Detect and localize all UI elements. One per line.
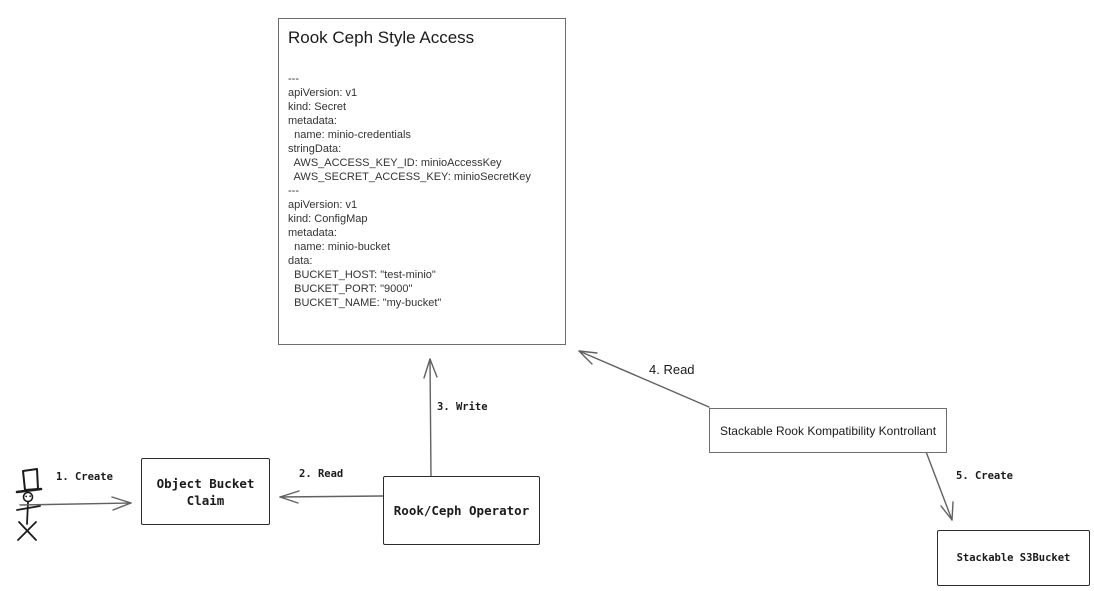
edge-label-read-obc: 2. Read (299, 468, 344, 480)
node-rook-ceph-operator: Rook/Ceph Operator (383, 476, 540, 545)
arrow-create-s3bucket (924, 448, 954, 521)
node-rook-ceph-style-access: Rook Ceph Style Access --- apiVersion: v… (278, 18, 566, 345)
arrow-read-obc (279, 490, 384, 504)
node-label: Object Bucket Claim (156, 475, 255, 508)
arrow-read-manifests (578, 350, 710, 408)
node-label: Stackable S3Bucket (956, 552, 1071, 564)
node-stackable-kontrollant: Stackable Rook Kompatibility Kontrollant (709, 408, 947, 453)
node-label: Stackable Rook Kompatibility Kontrollant (719, 423, 937, 438)
edge-label-create-obc: 1. Create (56, 471, 113, 483)
node-object-bucket-claim: Object Bucket Claim (141, 458, 270, 525)
node-label: Rook/Ceph Operator (393, 503, 530, 518)
node-title: Rook Ceph Style Access (288, 28, 475, 47)
yaml-manifest: --- apiVersion: v1 kind: Secret metadata… (288, 73, 531, 309)
edge-label-create-s3bucket: 5. Create (956, 470, 1013, 482)
edge-label-read-manifests: 4. Read (649, 362, 695, 377)
arrow-write-manifests (423, 358, 438, 478)
arrow-create-obc (19, 496, 132, 511)
node-stackable-s3bucket: Stackable S3Bucket (937, 530, 1090, 586)
stick-figure-tophat-icon (15, 468, 43, 541)
edge-label-write-manifests: 3. Write (437, 401, 488, 413)
